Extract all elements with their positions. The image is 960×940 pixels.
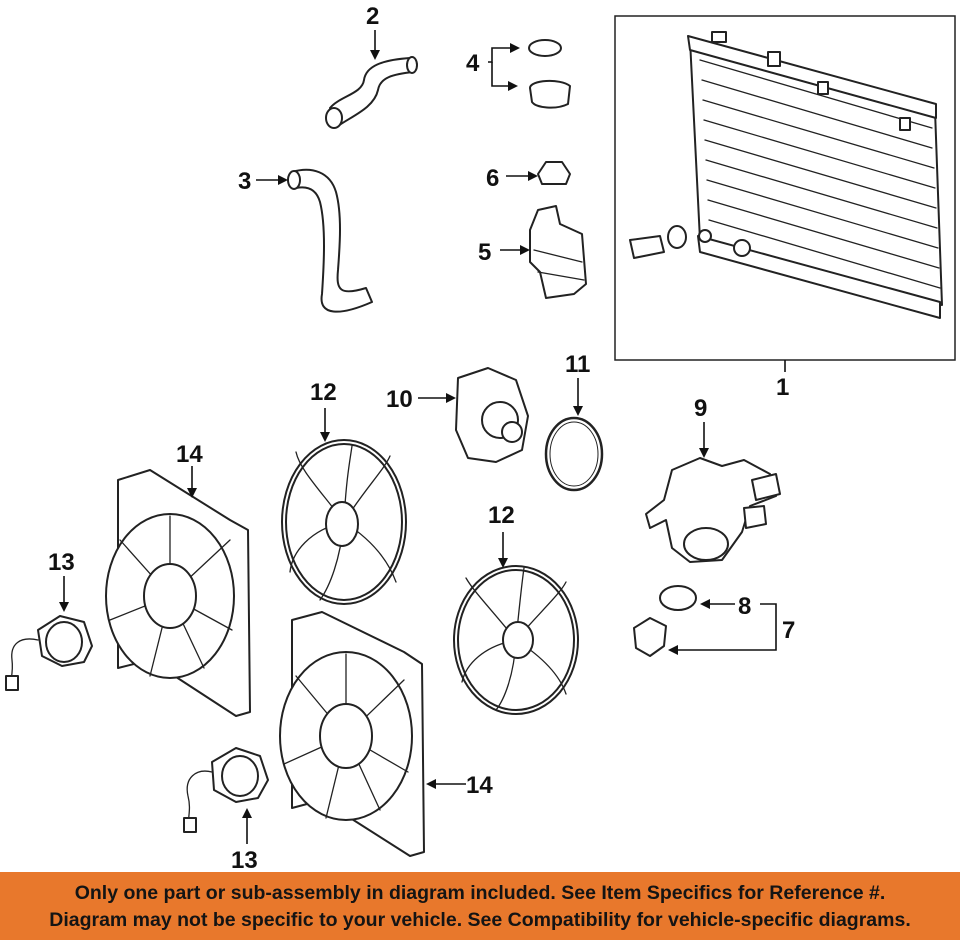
water-pump: 10: [386, 367, 529, 463]
callout-10: 10: [386, 386, 413, 413]
callout-14a: 14: [176, 441, 203, 468]
fan-shroud-left: 14: [105, 441, 251, 717]
thermostat-parts: 8 7: [633, 585, 795, 657]
cooling-fan-lower: 12: [453, 502, 579, 715]
fan-motor-lower: 13: [183, 747, 269, 872]
callout-11: 11: [565, 351, 590, 378]
cooling-system-diagram: 1 2 3 4 6 5 10: [5, 3, 956, 872]
callout-2: 2: [366, 3, 379, 30]
cooling-fan-upper: 12: [281, 379, 407, 605]
radiator-cap-neck: [711, 31, 727, 43]
callout-13b: 13: [231, 847, 258, 872]
reservoir-small-cap: 6: [486, 161, 571, 192]
lower-radiator-hose: 3: [238, 168, 373, 313]
thermostat-housing: 9: [645, 395, 781, 563]
callout-6: 6: [486, 165, 499, 192]
callout-14b: 14: [466, 772, 493, 799]
callout-3: 3: [238, 168, 251, 195]
callout-9: 9: [694, 395, 707, 422]
radiator-outlet: [733, 239, 751, 257]
banner-line-2: Diagram may not be specific to your vehi…: [49, 909, 911, 931]
banner-line-1: Only one part or sub-assembly in diagram…: [74, 882, 886, 904]
callout-13a: 13: [48, 549, 75, 576]
callout-12a: 12: [310, 379, 337, 406]
callout-12b: 12: [488, 502, 515, 529]
callout-1: 1: [776, 374, 789, 401]
reservoir-cap: 4: [466, 39, 571, 109]
fan-shroud-right: 14: [279, 611, 493, 857]
callout-8: 8: [738, 593, 751, 620]
o-ring: [667, 225, 687, 249]
water-pump-gasket: 11: [544, 351, 604, 492]
upper-radiator-hose: 2: [325, 3, 418, 129]
radiator-assembly: 1: [614, 15, 956, 401]
callout-7: 7: [782, 617, 795, 644]
coolant-reservoir: 5: [478, 205, 587, 299]
fan-motor-left: 13: [5, 549, 93, 691]
disclaimer-banner: Only one part or sub-assembly in diagram…: [0, 872, 960, 940]
callout-4: 4: [466, 50, 480, 77]
callout-5: 5: [478, 239, 491, 266]
drain-plug: [629, 235, 665, 259]
